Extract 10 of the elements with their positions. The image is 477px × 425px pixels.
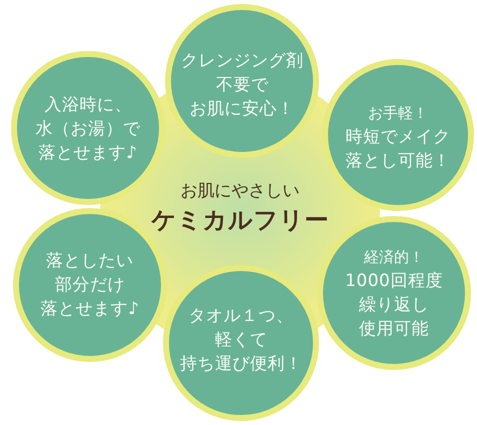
feature-text: 1000回程度繰り返し使用可能 (345, 270, 443, 340)
feature-heading: 経済的！ (364, 246, 424, 268)
feature-text: 時短でメイク落とし可能！ (346, 126, 450, 172)
feature-text: タオル１つ、軽くて持ち運び便利！ (180, 305, 302, 376)
feature-heading: お手軽！ (368, 102, 428, 124)
center-subtitle: お肌にやさしい (180, 180, 300, 203)
feature-text: クレンジング剤不要でお肌に安心！ (180, 50, 304, 121)
feature-text: 落としたい部分だけ落とせます♪ (40, 250, 140, 321)
center-title: ケミカルフリー (151, 205, 329, 236)
feature-text: 入浴時に、水（お湯）で落とせます♪ (36, 94, 140, 165)
